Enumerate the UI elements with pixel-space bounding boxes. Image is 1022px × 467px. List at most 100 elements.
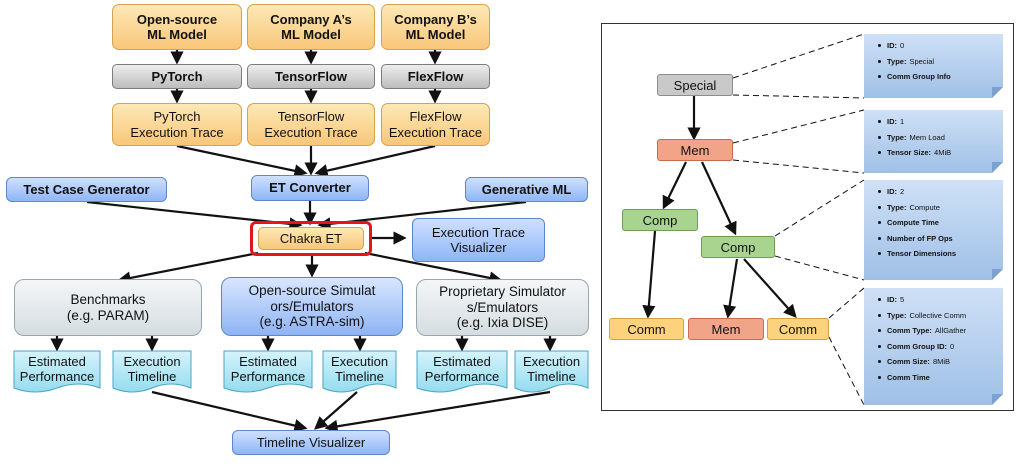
trace-line2: Execution Trace [130,124,224,140]
bullet-icon [878,252,881,255]
simulator-open-source: Open-source Simulat ors/Emulators (e.g. … [221,277,403,336]
info-row: Type:Special [878,54,997,70]
visualizer-line1: Execution Trace [431,224,526,240]
trace-flexflow: FlexFlow Execution Trace [381,103,490,146]
simulator-line1: Open-source Simulat [248,282,376,298]
bullet-icon [878,60,881,63]
visualizer-line2: Visualizer [450,240,507,255]
doc-shape [13,350,101,393]
node-comm: Comm [609,318,684,340]
info-key: ID: [887,295,897,305]
info-row: Comm Size:8MiB [878,354,997,370]
output-line2: Timeline [335,369,384,384]
timeline-visualizer: Timeline Visualizer [232,430,390,455]
info-row: Comm Group ID:0 [878,339,997,355]
execution-trace-visualizer: Execution Trace Visualizer [412,218,545,262]
info-key: Comm Group Info [887,72,951,82]
simulator-line3: (e.g. ASTRA-sim) [259,314,365,330]
output-estimated-performance-1: Estimated Performance [14,351,100,387]
simulator-benchmarks: Benchmarks (e.g. PARAM) [14,279,202,336]
page-fold-icon [992,87,1003,98]
source-line2: ML Model [281,27,341,42]
doc-shape [416,350,508,393]
simulator-line2: ors/Emulators [270,298,354,314]
generative-ml: Generative ML [465,177,588,202]
output-line2: Performance [424,369,500,384]
doc-shape [112,350,192,393]
trace-line2: Execution Trace [388,124,483,140]
info-box-node-5: ID:5 Type:Collective Comm Comm Type:AllG… [864,288,1003,405]
bullet-icon [878,151,881,154]
info-value: Collective Comm [909,310,967,320]
bullet-icon [878,190,881,193]
info-value: 4MiB [934,148,952,158]
info-key: Comm Time [887,372,930,382]
source-line1: Company A’s [270,11,352,27]
trace-line2: Execution Trace [264,124,358,140]
node-comp: Comp [622,209,698,231]
bullet-icon [878,360,881,363]
info-value: 2 [900,187,905,197]
info-key: Tensor Dimensions [887,249,957,259]
info-key: Type: [887,310,907,320]
info-value: AllGather [934,326,967,336]
trace-line1: TensorFlow [277,109,345,125]
bullet-icon [878,329,881,332]
output-line1: Execution [123,353,181,369]
output-line2: Timeline [127,369,177,384]
info-key: Comm Type: [887,326,932,336]
info-value: 0 [950,341,955,351]
info-value: 0 [900,41,905,51]
trace-pytorch: PyTorch Execution Trace [112,103,242,146]
node-mem: Mem [688,318,764,340]
output-line2: Performance [19,369,95,384]
output-line2: Performance [230,369,306,384]
info-row: Type:Compute [878,200,997,216]
source-line1: Company B’s [394,11,477,27]
source-company-b-ml-model: Company B’s ML Model [381,4,490,50]
output-line2: Timeline [527,369,576,384]
output-line1: Estimated [28,353,86,369]
node-comm: Comm [767,318,829,340]
info-value: 5 [900,295,905,305]
info-row: ID:2 [878,184,997,200]
simulator-line1: Benchmarks [70,291,146,307]
info-row: Comm Type:AllGather [878,323,997,339]
framework-pytorch: PyTorch [112,64,242,89]
bullet-icon [878,136,881,139]
info-key: ID: [887,117,897,127]
info-key: Comm Group ID: [887,341,947,351]
info-box-node-0: ID:0 Type:Special Comm Group Info [864,34,1003,98]
node-comp: Comp [701,236,775,258]
info-key: Type: [887,202,907,212]
trace-line1: PyTorch [153,109,201,125]
info-row: Type:Collective Comm [878,308,997,324]
info-key: Number of FP Ops [887,233,953,243]
graph-panel [601,23,1014,411]
page-fold-icon [992,162,1003,173]
bullet-icon [878,345,881,348]
info-row: Tensor Size:4MiB [878,145,997,161]
info-key: Tensor Size: [887,148,932,158]
output-execution-timeline-1: Execution Timeline [113,351,191,387]
bullet-icon [878,237,881,240]
info-key: Type: [887,56,907,66]
info-row: ID:5 [878,292,997,308]
et-converter: ET Converter [251,175,369,201]
bullet-icon [878,120,881,123]
info-value: Special [909,56,935,66]
page-fold-icon [992,269,1003,280]
info-row: ID:0 [878,38,997,54]
info-row: Type:Mem Load [878,130,997,146]
bullet-icon [878,75,881,78]
page-fold-icon [992,394,1003,405]
info-value: Mem Load [909,132,945,142]
doc-shape [514,350,589,393]
bullet-icon [878,376,881,379]
bullet-icon [878,206,881,209]
simulator-proprietary: Proprietary Simulator s/Emulators (e.g. … [416,279,589,336]
bullet-icon [878,221,881,224]
bullet-icon [878,314,881,317]
